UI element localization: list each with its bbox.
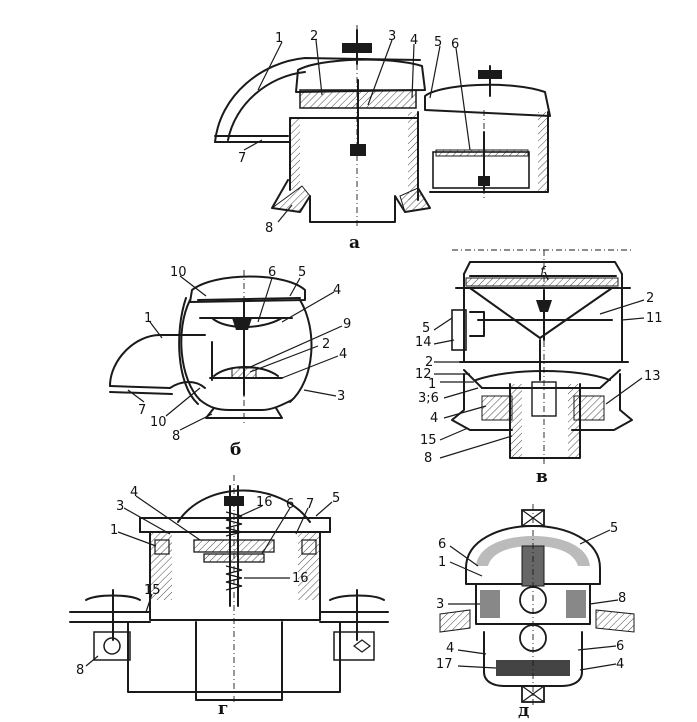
label-d-4-left: 4 (446, 641, 454, 656)
figure-d-labels: 5 6 1 3 8 6 4 17 4 д (436, 521, 626, 721)
label-b-2: 2 (322, 337, 330, 352)
figure-v-drawing (451, 249, 633, 465)
label-d-17: 17 (436, 657, 453, 672)
label-v-3-6: 3;6 (418, 391, 439, 406)
figure-d-drawing (439, 504, 635, 708)
figure-a-drawing (214, 25, 551, 228)
label-g-7: 7 (306, 497, 314, 512)
label-d-8: 8 (618, 591, 626, 606)
label-b-1: 1 (144, 311, 152, 326)
label-v-2-right: 2 (646, 291, 654, 306)
label-a-2: 2 (310, 29, 318, 44)
label-g-3: 3 (116, 499, 124, 514)
figure-g-drawing (69, 475, 389, 705)
figure-g-labels: 16 4 6 7 5 3 1 16 15 8 г (76, 485, 340, 719)
label-v-11: 11 (646, 311, 663, 326)
caption-g: г (218, 699, 228, 719)
label-v-1: 1 (428, 377, 436, 392)
label-d-6-bottom: 6 (616, 639, 624, 654)
figure-a-labels: 1 2 3 4 5 6 7 8 а (238, 29, 459, 253)
label-b-9: 9 (343, 317, 351, 332)
label-b-3: 3 (337, 389, 345, 404)
label-d-6-top: 6 (438, 537, 446, 552)
label-g-6: 6 (286, 497, 294, 512)
label-g-8: 8 (76, 663, 84, 678)
label-b-6: 6 (268, 265, 276, 280)
figure-b-leaders (127, 275, 343, 431)
label-g-1: 1 (110, 523, 118, 538)
label-a-8: 8 (265, 221, 273, 236)
label-b-8: 8 (172, 429, 180, 444)
label-v-8: 8 (424, 451, 432, 466)
label-v-f: f (540, 265, 547, 280)
figure-g-leaders (85, 495, 333, 667)
figure-v-labels: f 2 11 5 14 2 12 1 3;6 4 13 15 8 в (415, 265, 663, 487)
caption-v: в (536, 467, 548, 487)
label-a-4: 4 (410, 33, 418, 48)
label-a-5: 5 (434, 35, 442, 50)
label-b-4-bottom: 4 (339, 347, 347, 362)
label-a-6: 6 (451, 37, 459, 52)
label-b-7: 7 (138, 403, 146, 418)
label-v-13: 13 (644, 369, 661, 384)
label-b-10-top: 10 (170, 265, 187, 280)
label-d-5: 5 (610, 521, 618, 536)
label-g-5: 5 (332, 491, 340, 506)
caption-b: б (230, 440, 241, 460)
label-g-16-top: 16 (256, 495, 273, 510)
label-v-12: 12 (415, 367, 432, 382)
figure-d-leaders (448, 529, 619, 671)
label-b-10-bottom: 10 (150, 415, 167, 430)
label-b-4-top: 4 (333, 283, 341, 298)
label-b-5: 5 (298, 265, 306, 280)
figure-b-drawing (109, 270, 313, 425)
label-g-16-bottom: 16 (292, 571, 309, 586)
figure-a-leaders (243, 39, 471, 223)
label-a-1: 1 (275, 31, 283, 46)
label-v-5: 5 (422, 321, 430, 336)
label-g-15: 15 (144, 583, 161, 598)
label-v-15: 15 (420, 433, 437, 448)
label-v-4: 4 (430, 411, 438, 426)
label-d-4-right: 4 (616, 657, 624, 672)
label-g-4: 4 (130, 485, 138, 500)
label-d-3: 3 (436, 597, 444, 612)
caption-d: д (518, 701, 529, 721)
figure-b-labels: 10 6 5 4 9 2 4 3 1 7 10 8 б (138, 265, 351, 460)
label-v-14: 14 (415, 335, 432, 350)
label-a-7: 7 (238, 151, 246, 166)
label-v-2-left: 2 (425, 355, 433, 370)
label-a-3: 3 (388, 29, 396, 44)
figure-v-leaders (433, 271, 645, 459)
label-d-1: 1 (438, 555, 446, 570)
caption-a: а (349, 233, 360, 253)
